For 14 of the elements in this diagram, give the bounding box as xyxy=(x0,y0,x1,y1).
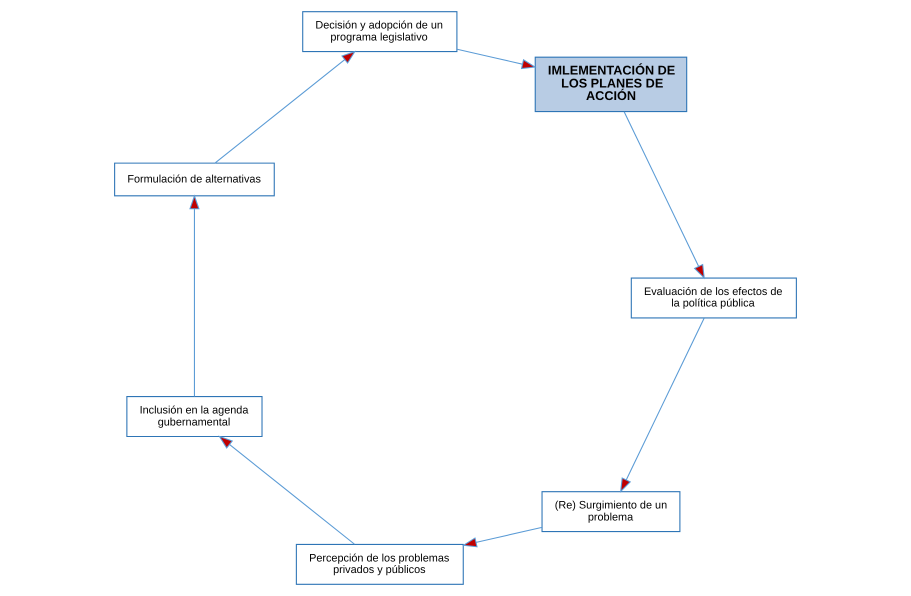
arrow xyxy=(462,526,542,548)
arrow xyxy=(620,318,705,493)
arrow xyxy=(624,112,705,280)
node-box: (Re) Surgimiento de un problema xyxy=(542,491,680,532)
arrow xyxy=(214,50,356,164)
node-box: IMLEMENTACIÓN DE LOS PLANES DE ACCIÓN xyxy=(534,56,688,112)
node-box: Decisión y adopción de un programa legislativo xyxy=(302,11,458,52)
node-box: Percepción de los problemas privados y públicos xyxy=(296,544,464,585)
arrow xyxy=(218,436,355,545)
arrow xyxy=(189,194,200,396)
arrow xyxy=(456,48,537,70)
node-box: Formulación de alternativas xyxy=(114,162,275,196)
node-box: Evaluación de los efectos de la política pública xyxy=(630,278,797,318)
node-box: Inclusión en la agenda gubernamental xyxy=(126,396,263,438)
